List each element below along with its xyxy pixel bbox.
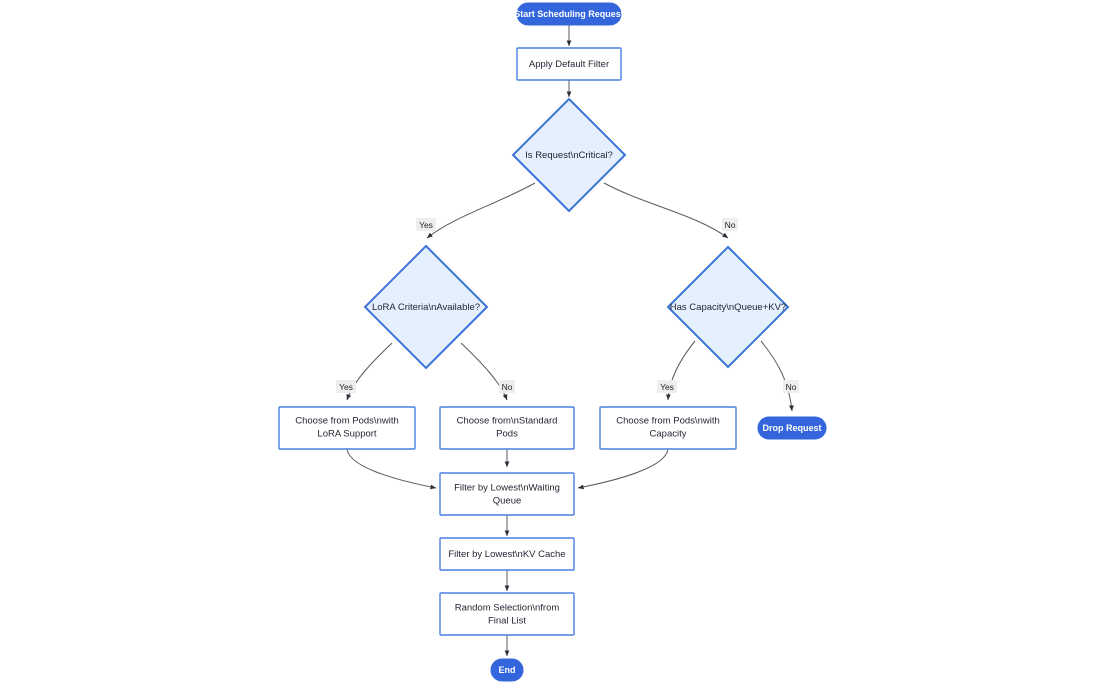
edge-label-lora-yes: Yes: [336, 380, 356, 393]
edge-lora-criteria-yes-to-choose-lora-pods: [346, 342, 393, 401]
edge-label-capacity-yes-text: Yes: [660, 382, 674, 392]
node-choose-lora-pods[interactable]: Choose from Pods\nwith LoRA Support: [278, 406, 416, 450]
edge-label-lora-no-text: No: [502, 382, 513, 392]
node-choose-capacity-pods-label-line1: Choose from Pods\nwith: [616, 416, 720, 427]
node-end-label: End: [499, 665, 516, 675]
node-choose-standard-pods-label-line2: Pods: [496, 429, 518, 440]
edge-choose-capacity-pods-to-filter-waiting-queue: [577, 448, 669, 490]
node-is-request-critical-label: Is Request\nCritical?: [525, 150, 613, 161]
node-drop-request-label: Drop Request: [762, 423, 821, 433]
edge-has-capacity-no-to-drop-request: [760, 340, 794, 412]
node-end[interactable]: End: [490, 658, 524, 682]
node-choose-standard-pods-shape[interactable]: [439, 406, 575, 450]
node-random-selection-shape[interactable]: [439, 592, 575, 636]
node-drop-request[interactable]: Drop Request: [757, 416, 827, 440]
node-choose-standard-pods[interactable]: Choose from\nStandard Pods: [439, 406, 575, 450]
node-choose-lora-pods-label-line1: Choose from Pods\nwith: [295, 416, 399, 427]
node-random-selection-label-line1: Random Selection\nfrom: [455, 603, 560, 614]
node-lora-criteria-available-shape[interactable]: [363, 244, 489, 370]
node-filter-waiting-queue-shape[interactable]: [439, 472, 575, 516]
edge-choose-lora-pods-to-filter-waiting-queue: [346, 448, 437, 490]
edge-label-critical-yes: Yes: [416, 218, 436, 231]
node-filter-waiting-queue[interactable]: Filter by Lowest\nWaiting Queue: [439, 472, 575, 516]
node-filter-kv-cache[interactable]: Filter by Lowest\nKV Cache: [439, 537, 575, 571]
node-end-shape[interactable]: [490, 658, 524, 682]
edge-label-capacity-yes: Yes: [657, 380, 677, 393]
node-filter-kv-cache-shape[interactable]: [439, 537, 575, 571]
node-choose-lora-pods-label-line2: LoRA Support: [317, 429, 377, 440]
node-drop-request-shape[interactable]: [757, 416, 827, 440]
node-random-selection-label-line2: Final List: [488, 616, 526, 627]
node-has-capacity[interactable]: Has Capacity\nQueue+KV?: [666, 245, 790, 369]
node-choose-capacity-pods-shape[interactable]: [599, 406, 737, 450]
node-apply-default-filter-shape[interactable]: [516, 47, 622, 81]
edge-is-request-critical-no-to-has-capacity: [603, 182, 729, 239]
node-layer: Start Scheduling Request Apply Default F…: [278, 2, 827, 682]
edge-layer: [346, 25, 794, 657]
node-random-selection[interactable]: Random Selection\nfrom Final List: [439, 592, 575, 636]
node-start[interactable]: Start Scheduling Request: [514, 2, 624, 26]
node-filter-waiting-queue-label-line1: Filter by Lowest\nWaiting: [454, 483, 560, 494]
edge-is-request-critical-yes-to-lora-criteria: [426, 182, 536, 239]
node-start-shape[interactable]: [516, 2, 622, 26]
edge-label-lora-yes-text: Yes: [339, 382, 353, 392]
edge-lora-criteria-no-to-choose-standard-pods: [460, 342, 508, 401]
node-has-capacity-label: Has Capacity\nQueue+KV?: [670, 302, 786, 313]
edge-label-lora-no: No: [499, 380, 515, 393]
edge-label-capacity-no-text: No: [786, 382, 797, 392]
node-lora-criteria-available-label: LoRA Criteria\nAvailable?: [372, 302, 480, 313]
node-choose-lora-pods-shape[interactable]: [278, 406, 416, 450]
edge-label-critical-yes-text: Yes: [419, 220, 433, 230]
node-start-label: Start Scheduling Request: [514, 9, 624, 19]
node-filter-kv-cache-label: Filter by Lowest\nKV Cache: [448, 549, 565, 560]
node-has-capacity-shape[interactable]: [666, 245, 790, 369]
node-apply-default-filter-label: Apply Default Filter: [529, 59, 609, 70]
edge-has-capacity-yes-to-choose-capacity-pods: [665, 340, 696, 401]
edge-label-layer: Yes No Yes No Yes No: [336, 218, 799, 393]
node-choose-standard-pods-label-line1: Choose from\nStandard: [457, 416, 558, 427]
edge-label-capacity-no: No: [783, 380, 799, 393]
node-is-request-critical-shape[interactable]: [511, 97, 627, 213]
edge-label-critical-no-text: No: [725, 220, 736, 230]
node-choose-capacity-pods-label-line2: Capacity: [650, 429, 687, 440]
node-choose-capacity-pods[interactable]: Choose from Pods\nwith Capacity: [599, 406, 737, 450]
node-apply-default-filter[interactable]: Apply Default Filter: [516, 47, 622, 81]
node-is-request-critical[interactable]: Is Request\nCritical?: [511, 97, 627, 213]
edge-label-critical-no: No: [722, 218, 738, 231]
node-filter-waiting-queue-label-line2: Queue: [493, 496, 522, 507]
node-lora-criteria-available[interactable]: LoRA Criteria\nAvailable?: [363, 244, 489, 370]
